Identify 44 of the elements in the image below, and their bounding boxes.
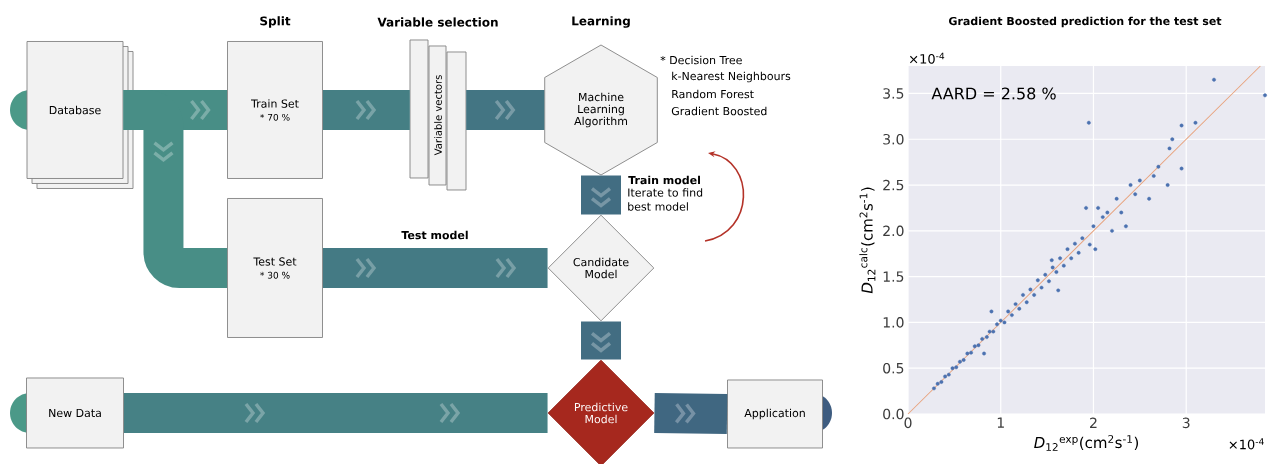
list-item: Random Forest: [672, 89, 754, 99]
edge-label: Train model: [628, 175, 700, 185]
y-axis-title: D$_{12}$$^{calc}$(cm$^{2}$s$^{-1}$): [859, 187, 876, 294]
x-tick-label: 2: [1090, 417, 1097, 428]
x-tick-label: 3: [1182, 417, 1190, 429]
y-tick-label: 3.0: [883, 133, 904, 145]
x-tick-label: 1: [997, 417, 1004, 428]
flow-band: [123, 393, 548, 433]
list-item: Gradient Boosted: [671, 106, 767, 116]
flow-band: [581, 175, 621, 215]
flow-band: [581, 321, 621, 360]
flow-band: [466, 90, 545, 130]
y-tick-label: 1.5: [883, 271, 904, 282]
process-box: Test Set * 30 %: [227, 198, 323, 338]
node-label: Variable vectors: [434, 75, 442, 156]
process-box: Train Set * 70 %: [227, 41, 323, 179]
x-axis-title: D$_{12}$$^{exp}$(cm$^{2}$s$^{-1}$): [1034, 434, 1139, 451]
column-heading: Learning: [572, 16, 630, 28]
text: ×10$^{-4}$: [910, 52, 945, 64]
y-tick-label: 1.0: [883, 317, 904, 328]
list-item: k-Nearest Neighbours: [672, 71, 791, 83]
process-box: New Data: [26, 377, 124, 449]
database-stack: Database: [26, 41, 134, 189]
flow-band: [123, 90, 228, 288]
annotation: AARD = 2.58 %: [931, 87, 1056, 100]
note-text: Iterate to find best model: [628, 188, 703, 211]
edge-label: Test model: [401, 230, 468, 240]
x-tick-label: 0: [904, 417, 912, 429]
y-tick-label: 2.0: [883, 225, 904, 237]
list-item: * Decision Tree: [660, 55, 742, 65]
y-tick-label: 2.5: [883, 179, 904, 191]
algorithm-hexagon: Machine Learning Algorithm: [544, 44, 658, 176]
flow-band: [322, 248, 548, 288]
text: ×10$^{-4}$: [1229, 438, 1264, 450]
column-heading: Split: [260, 16, 291, 28]
y-tick-label: 0.0: [883, 408, 904, 420]
column-heading: Variable selection: [377, 17, 498, 27]
flow-band: [654, 393, 728, 434]
y-tick-label: 0.5: [883, 362, 904, 374]
process-box: Application: [727, 379, 823, 449]
vector-stack: Variable vectors: [409, 39, 467, 191]
y-tick-label: 3.5: [883, 88, 904, 99]
chart-title: Gradient Boosted prediction for the test set: [949, 16, 1222, 28]
flow-band: [322, 90, 410, 130]
